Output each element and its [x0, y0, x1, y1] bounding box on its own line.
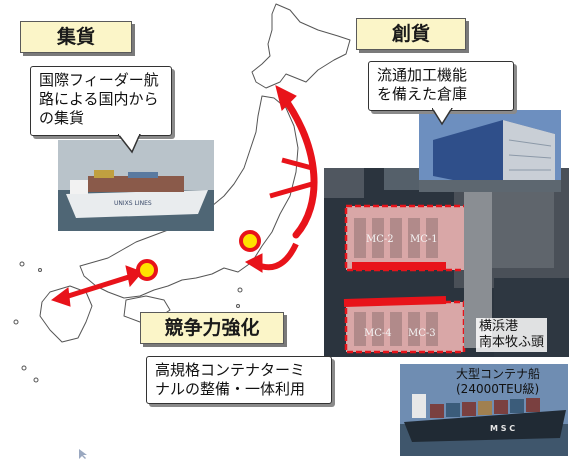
collection-tag-label: 集貨: [56, 26, 95, 48]
feeder-ship-hull-text: UNIXS LINES: [114, 200, 152, 207]
arrow-to-tokyo-bay-head: [244, 253, 263, 273]
container-ship-label: 大型コンテナ船 (24000TEU級): [456, 367, 540, 397]
terminal-label-mc3: MC-3: [408, 328, 436, 339]
cursor-icon: [79, 449, 87, 459]
container-ship-photo: M S C 大型コンテナ船 (24000TEU級): [400, 364, 568, 456]
feeder-callout-line2: 路による国内から: [39, 90, 159, 108]
feeder-route-arrowhead: [275, 85, 297, 111]
hokkaido-outline: [251, 3, 351, 89]
feeder-callout-line1: 国際フィーダー航: [39, 71, 159, 89]
port-name-line1: 横浜港: [479, 319, 519, 334]
feeder-branch-1: [281, 157, 313, 171]
competitiveness-tag-label: 競争力強化: [164, 317, 260, 339]
competitiveness-tag: 競争力強化: [140, 312, 284, 344]
terminal-callout: 高規格コンテナターミ ナルの整備・一体利用: [146, 356, 332, 404]
terminal-callout-line1: 高規格コンテナターミ: [155, 361, 306, 379]
feeder-ship-drawing: [58, 140, 214, 231]
port-name-label: 横浜港 南本牧ふ頭: [476, 318, 548, 352]
feeder-branch-3: [289, 108, 309, 138]
honshu-outline: [79, 95, 299, 299]
warehouse-callout: 流通加工機能 を備えた倉庫: [368, 61, 514, 111]
port-aerial-photo: MC-2 MC-1 MC-4 MC-3 横浜港 南本牧ふ頭: [324, 168, 569, 357]
warehouse-callout-line2: を備えた倉庫: [377, 85, 468, 103]
creation-tag: 創貨: [356, 18, 466, 50]
warehouse-callout-pointer: [432, 108, 453, 126]
creation-tag-label: 創貨: [391, 23, 430, 45]
ship-hull-text: M S C: [490, 424, 516, 433]
feeder-ship-photo: UNIXS LINES: [58, 140, 214, 231]
feeder-callout-pointer: [118, 134, 141, 154]
terminal-label-mc1: MC-1: [410, 234, 438, 245]
warehouse-callout-line1: 流通加工機能: [377, 66, 468, 84]
kobe-marker-icon: [136, 259, 158, 281]
container-ship-label-line1: 大型コンテナ船: [456, 367, 541, 381]
kyushu-osaka-double-arrow: [61, 273, 133, 301]
tokyo-marker-icon: [239, 230, 261, 252]
terminal-label-mc4: MC-4: [364, 328, 392, 339]
feeder-callout: 国際フィーダー航 路による国内から の集貨: [30, 66, 172, 136]
terminal-label-mc2: MC-2: [366, 234, 394, 245]
terminal-callout-line2: ナルの整備・一体利用: [155, 380, 306, 398]
container-ship-drawing: [400, 364, 568, 456]
container-ship-label-line2: (24000TEU級): [456, 382, 540, 396]
feeder-branch-2: [269, 181, 313, 199]
feeder-callout-line3: の集貨: [39, 109, 85, 127]
collection-tag: 集貨: [20, 21, 132, 53]
port-name-line2: 南本牧ふ頭: [479, 335, 545, 350]
